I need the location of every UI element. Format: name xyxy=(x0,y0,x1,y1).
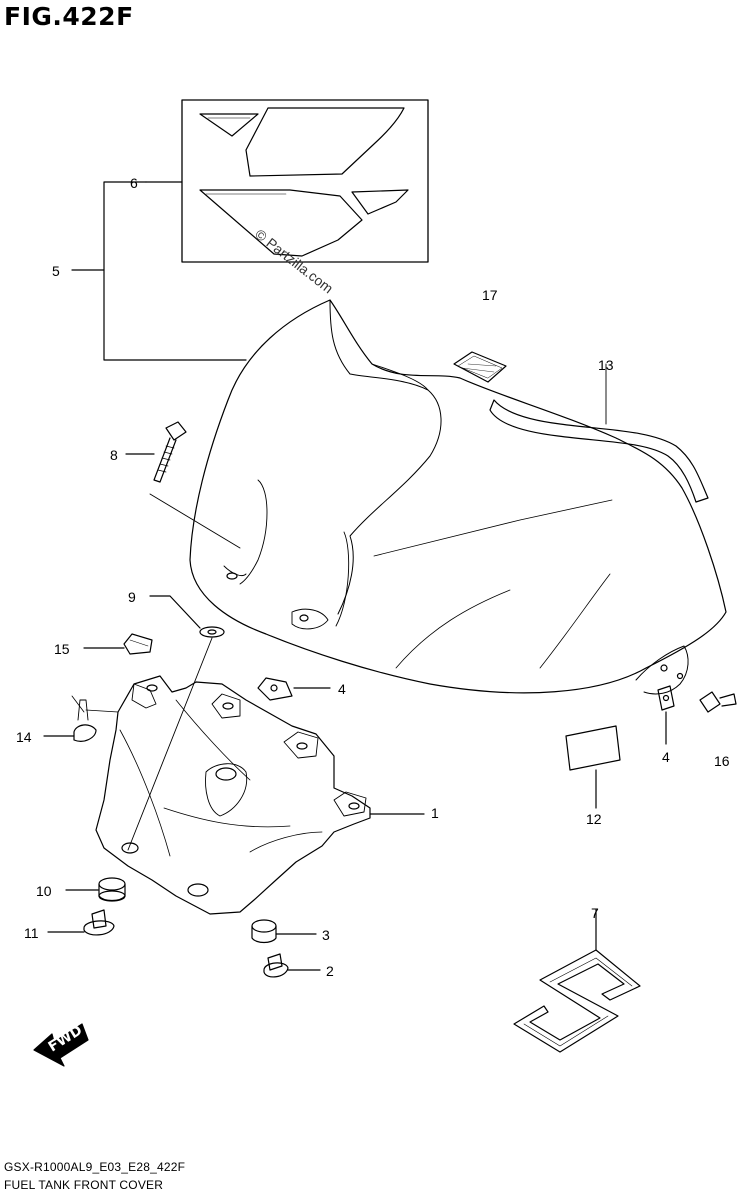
callout-1[interactable]: 1 xyxy=(431,805,439,821)
callout-4-right[interactable]: 4 xyxy=(662,749,670,765)
watermark-text: © Partzilla.com xyxy=(252,226,336,297)
callout-7[interactable]: 7 xyxy=(591,905,599,921)
nut-4-left xyxy=(257,677,331,701)
clip-15 xyxy=(83,633,153,655)
callout-2[interactable]: 2 xyxy=(326,963,334,979)
screw-8 xyxy=(125,421,241,549)
trim-13 xyxy=(489,363,709,503)
callout-14[interactable]: 14 xyxy=(16,729,32,745)
decal-set-6 xyxy=(181,99,429,263)
figure-title: FIG.422F xyxy=(4,2,134,31)
fuel-tank-front-cover-5 xyxy=(189,299,727,695)
screw-14 xyxy=(43,695,119,742)
callout-10[interactable]: 10 xyxy=(36,883,52,899)
callout-6[interactable]: 6 xyxy=(130,175,138,191)
collar-11 xyxy=(47,909,115,936)
callout-9[interactable]: 9 xyxy=(128,589,136,605)
diagram-code: GSX-R1000AL9_E03_E28_422F xyxy=(4,1160,186,1174)
bolt-2 xyxy=(263,953,321,978)
callout-16[interactable]: 16 xyxy=(714,753,730,769)
leader-6-5 xyxy=(103,181,247,361)
grommet-3 xyxy=(251,919,317,944)
pad-17 xyxy=(453,351,507,383)
nut-4-right xyxy=(657,685,675,745)
pad-12 xyxy=(565,725,621,809)
callout-13[interactable]: 13 xyxy=(598,357,614,373)
callout-8[interactable]: 8 xyxy=(110,447,118,463)
washer-9 xyxy=(127,595,225,851)
callout-3[interactable]: 3 xyxy=(322,927,330,943)
callout-5[interactable]: 5 xyxy=(52,263,60,279)
callout-4-left[interactable]: 4 xyxy=(338,681,346,697)
emblem-7 xyxy=(513,909,641,1053)
callout-12[interactable]: 12 xyxy=(586,811,602,827)
callout-11[interactable]: 11 xyxy=(24,925,39,941)
grommet-16 xyxy=(699,691,737,713)
bracket-1 xyxy=(95,675,425,915)
grommet-10 xyxy=(65,877,126,902)
diagram-name: FUEL TANK FRONT COVER xyxy=(4,1178,164,1192)
callout-15[interactable]: 15 xyxy=(54,641,70,657)
callout-17[interactable]: 17 xyxy=(482,287,498,303)
fwd-arrow xyxy=(33,1023,89,1067)
